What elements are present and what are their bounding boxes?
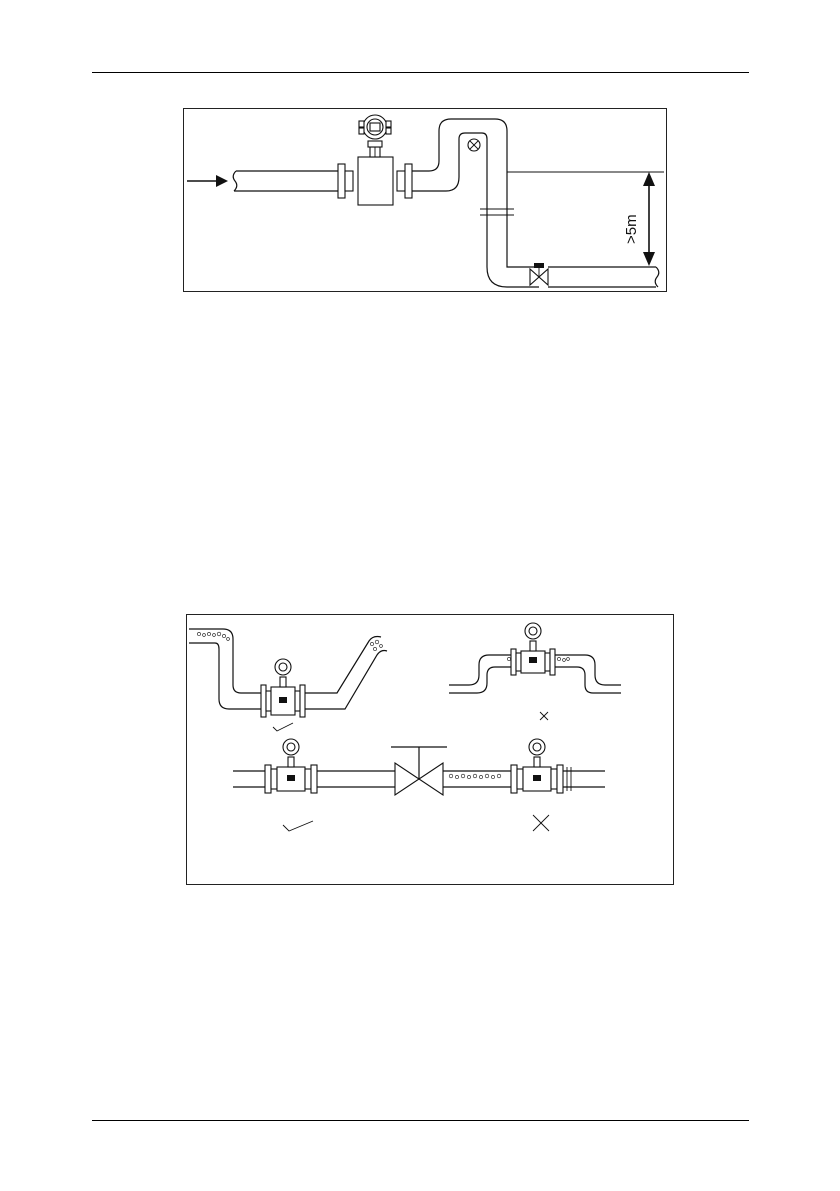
bubbles (197, 632, 382, 650)
electromagnetic-flowmeter-icon (358, 115, 393, 205)
pipe-break-marks (480, 209, 514, 215)
figure-installation-positions (186, 614, 674, 885)
gate-valve-icon (530, 263, 548, 285)
flange-left (338, 164, 353, 198)
inlet-pipe (233, 171, 338, 191)
height-dimension: >5m (507, 172, 664, 266)
figure2-diagram (187, 615, 673, 884)
footer-rule (92, 1120, 749, 1121)
header-rule (92, 72, 749, 73)
panel-low-point (189, 629, 387, 731)
flowmeter-icon (511, 623, 555, 675)
air-release-valve-icon (468, 139, 480, 151)
figure-installation-down-pipe: >5m (183, 108, 667, 292)
cross-mark-icon (533, 815, 549, 831)
panel-high-point (449, 623, 621, 720)
gate-valve-icon (391, 747, 447, 795)
check-mark-icon (283, 821, 313, 831)
panel-valve-row (233, 739, 605, 831)
bottom-pipe (548, 267, 659, 287)
check-mark-icon (273, 723, 293, 731)
flowmeter-icon (261, 659, 305, 717)
bubbles (449, 774, 501, 778)
flowmeter-icon (511, 739, 563, 793)
arrow-right-icon (187, 175, 228, 187)
figure1-diagram: >5m (184, 109, 666, 291)
flange-right (397, 164, 412, 198)
height-label: >5m (623, 214, 640, 244)
flowmeter-icon (265, 739, 317, 793)
cross-mark-icon (540, 712, 548, 720)
